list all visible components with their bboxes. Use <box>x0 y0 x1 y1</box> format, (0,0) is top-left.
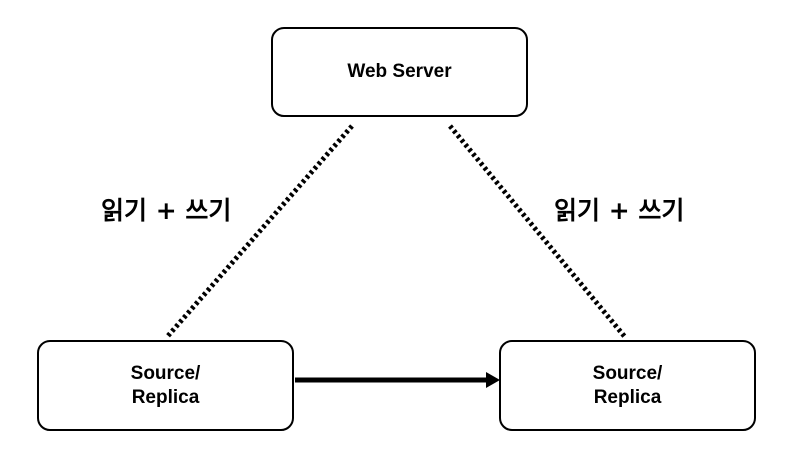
read-write-label-right: 읽기 + 쓰기 <box>554 196 685 225</box>
arrowhead-icon <box>486 372 500 388</box>
dotted-connector-left <box>165 124 354 339</box>
source-replica-left-label: Source/ Replica <box>130 362 201 408</box>
source-replica-node-left: Source/ Replica <box>37 340 294 431</box>
web-server-label: Web Server <box>347 61 452 82</box>
source-replica-right-label: Source/ Replica <box>592 362 663 408</box>
read-write-label-left: 읽기 + 쓰기 <box>101 196 232 225</box>
dotted-connector-right <box>448 124 627 339</box>
web-server-node: Web Server <box>271 27 528 117</box>
source-replica-node-right: Source/ Replica <box>499 340 756 431</box>
